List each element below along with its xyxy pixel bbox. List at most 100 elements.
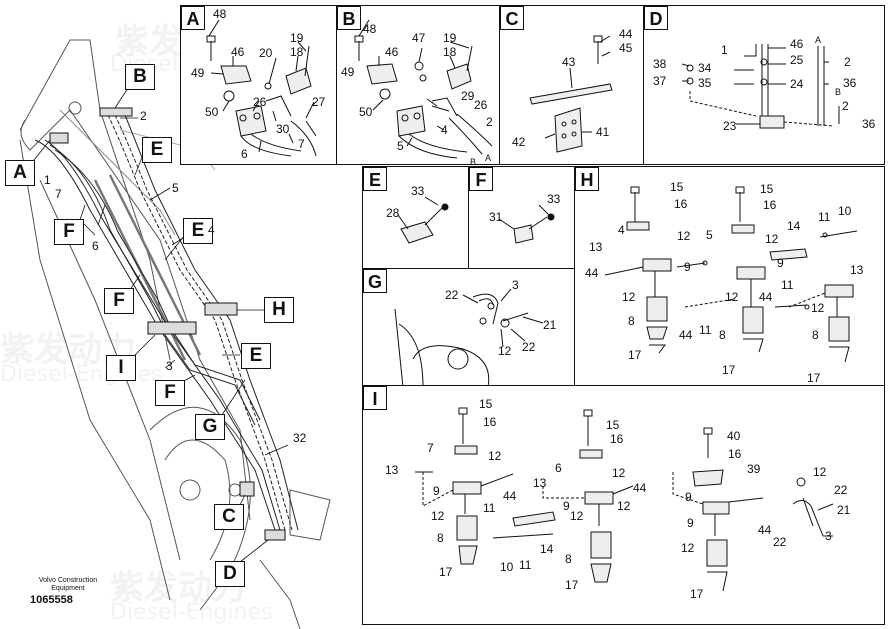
part-number: 15 xyxy=(760,182,774,196)
part-number: 44 xyxy=(679,328,693,342)
panel-label: G xyxy=(363,269,387,293)
part-number: 9 xyxy=(777,256,784,270)
part-number: 18 xyxy=(290,45,304,59)
part-number: 3 xyxy=(512,278,519,292)
overview-number: 3 xyxy=(166,359,173,373)
part-number: A xyxy=(815,35,822,45)
part-number: 1 xyxy=(721,43,728,57)
part-number: 8 xyxy=(565,552,572,566)
callout-h: H xyxy=(264,297,294,323)
part-number: 33 xyxy=(547,192,561,206)
part-number: 22 xyxy=(834,483,848,497)
panel-g: G 22 3 21 12 22 xyxy=(362,268,575,387)
part-number: 15 xyxy=(606,418,620,432)
part-number: 47 xyxy=(412,31,426,45)
part-number: 16 xyxy=(674,197,688,211)
overview-number: 2 xyxy=(140,109,147,123)
part-number: 21 xyxy=(543,318,557,332)
part-number: 3 xyxy=(825,529,832,543)
part-number: 2 xyxy=(842,99,849,113)
part-number: 37 xyxy=(653,74,667,88)
part-number: 15 xyxy=(670,180,684,194)
part-number: 8 xyxy=(719,328,726,342)
part-number: 18 xyxy=(443,45,457,59)
part-number: 20 xyxy=(259,46,273,60)
overview-number: 32 xyxy=(293,431,307,445)
part-number: 12 xyxy=(498,344,512,358)
overview-number: 1 xyxy=(44,173,51,187)
part-number: 11 xyxy=(818,210,831,224)
part-number: 16 xyxy=(763,198,777,212)
part-number: 12 xyxy=(813,465,827,479)
callout-e: E xyxy=(241,343,271,369)
part-number: 50 xyxy=(205,105,219,119)
part-number: 5 xyxy=(397,139,404,153)
part-number: 50 xyxy=(359,105,373,119)
part-number: 19 xyxy=(290,31,304,45)
part-number: 31 xyxy=(489,210,503,224)
panel-e: E 33 28 xyxy=(362,166,469,269)
callout-g: G xyxy=(195,414,225,440)
panel-f: F 33 31 xyxy=(468,166,575,269)
part-number: 16 xyxy=(728,447,742,461)
part-number: 46 xyxy=(231,45,245,59)
part-number: 8 xyxy=(812,328,819,342)
part-number: 16 xyxy=(610,432,624,446)
part-number: 15 xyxy=(479,397,493,411)
callout-f: F xyxy=(155,380,185,406)
part-number: 36 xyxy=(843,76,857,90)
part-number: 13 xyxy=(589,240,603,254)
overview-number: 4 xyxy=(208,223,215,237)
part-number: 22 xyxy=(773,535,787,549)
part-number: 21 xyxy=(837,503,851,517)
part-number: 44 xyxy=(759,290,773,304)
part-number: 35 xyxy=(698,76,712,90)
part-number: 12 xyxy=(677,229,691,243)
callout-i: I xyxy=(106,355,136,381)
part-number: 44 xyxy=(758,523,772,537)
part-number: 12 xyxy=(622,290,636,304)
part-number: 17 xyxy=(807,371,821,385)
part-number: 11 xyxy=(781,278,794,292)
panel-label: I xyxy=(363,386,387,410)
callout-e: E xyxy=(183,218,213,244)
part-number: 17 xyxy=(439,565,453,579)
callout-c: C xyxy=(214,504,244,530)
part-number: 5 xyxy=(706,228,713,242)
drawing-number: 1065558 xyxy=(30,594,73,606)
part-number: 7 xyxy=(298,137,305,151)
panel-h: H xyxy=(574,166,885,386)
part-number: A xyxy=(485,153,492,163)
part-number: 23 xyxy=(723,119,737,133)
part-number: 12 xyxy=(488,449,502,463)
callout-f: F xyxy=(104,288,134,314)
panel-label: B xyxy=(337,6,361,30)
panel-label: C xyxy=(500,6,524,30)
callout-a: A xyxy=(5,160,35,186)
panel-a: A xyxy=(180,5,337,165)
part-number: 46 xyxy=(790,37,804,51)
callout-e: E xyxy=(142,137,172,163)
part-number: 16 xyxy=(483,415,497,429)
part-number: 41 xyxy=(596,125,610,139)
part-number: 11 xyxy=(483,501,496,515)
part-number: 6 xyxy=(555,461,562,475)
panel-label: E xyxy=(363,167,387,191)
part-number: 6 xyxy=(241,147,248,161)
part-number: 25 xyxy=(790,53,804,67)
part-number: 28 xyxy=(386,206,400,220)
callout-b: B xyxy=(125,64,155,90)
part-number: 7 xyxy=(427,441,434,455)
part-number: 11 xyxy=(519,558,532,572)
part-number: 39 xyxy=(747,462,761,476)
part-number: 10 xyxy=(838,204,852,218)
part-number: 2 xyxy=(486,115,493,129)
part-number: 22 xyxy=(522,340,536,354)
part-number: 49 xyxy=(191,66,205,80)
part-number: 44 xyxy=(633,481,647,495)
part-number: 12 xyxy=(725,290,739,304)
part-number: 9 xyxy=(684,260,691,274)
panel-c: C 44 45 43 42 41 xyxy=(499,5,644,165)
part-number: 12 xyxy=(765,232,779,246)
